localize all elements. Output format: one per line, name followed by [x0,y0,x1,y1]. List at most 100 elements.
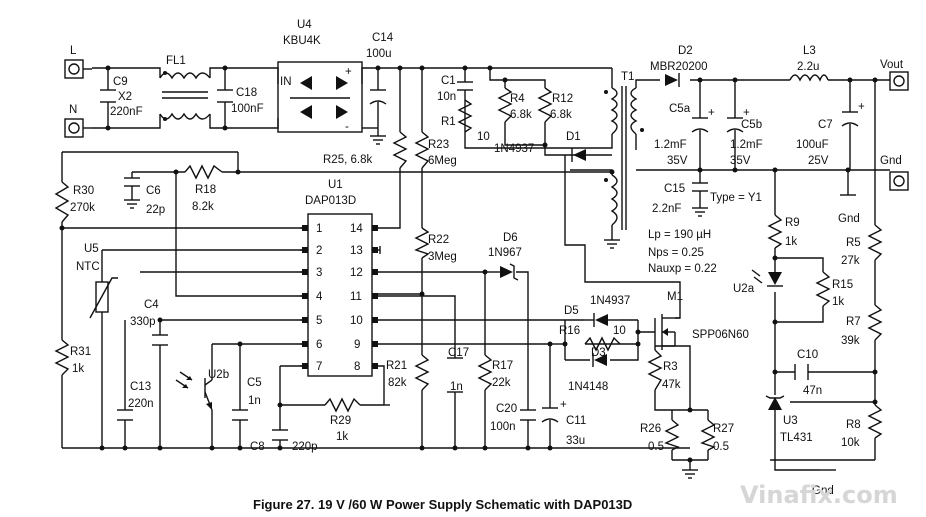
label-n: N [69,104,77,116]
ntc [89,277,118,319]
label-components-c15_type: Type = Y1 [710,192,762,204]
label-components-r3: R3 [663,361,678,373]
ground-aux [604,238,620,249]
label-components-r25: R25, 6.8k [323,154,372,166]
label-transformer-lp: Lp = 190 µH [648,229,711,241]
inductors [159,71,829,230]
r4 [497,87,513,123]
label-components-u3: U3 [783,415,798,427]
label-components-c11: C11 [566,415,586,427]
r9 [767,214,783,249]
diodes [500,73,785,410]
label-components-c18: C18 [236,87,257,99]
label-components-u2b: U2b [208,369,229,381]
mosfet-m1 [654,300,681,350]
label-components-r27_val: 0.5 [713,441,729,453]
r17 [477,354,493,391]
label-components-c14: C14 [372,32,394,44]
label-pins-p1: 1 [316,223,322,235]
ground-sense [682,469,698,479]
r23 [414,131,430,169]
label-components-c20_val: 100n [490,421,516,433]
label-components-c10_val: 47n [803,385,822,397]
svg-text:+: + [560,399,567,411]
ground-c6 [124,186,140,209]
label-components-r22: R22 [428,234,449,246]
label-components-c7_v: 25V [808,155,829,167]
ground-c14 [370,132,386,145]
r16 [584,336,621,352]
labels: L N Vout Gnd Gnd Gnd FL1 C9 X2 220nF C18… [69,19,904,512]
label-vout: Vout [880,59,904,71]
r8 [867,404,883,439]
label-components-c5: C5 [247,377,262,389]
label-components-r8: R8 [846,419,861,431]
label-components-r15_val: 1k [832,296,844,308]
label-components-c5b: C5b [741,119,762,131]
label-components-d2: D2 [678,45,693,57]
bridge-box [277,61,363,133]
r12 [537,87,553,123]
polarity-marks: + - + + + + [345,66,865,411]
label-components-c1: C1 [441,75,456,87]
label-components-r18: R18 [195,184,216,196]
label-components-c11_val: 33u [566,435,585,447]
r25 [392,131,408,169]
r30 [54,181,70,223]
label-components-r16_val: 10 [613,325,626,337]
label-pins-p5: 5 [316,315,322,327]
junctions [59,65,878,463]
label-components-d6: D6 [503,232,518,244]
ic-u1 [300,213,380,377]
r27 [700,419,716,451]
label-pins-p12: 12 [350,267,363,279]
label-components-d6_val: 1N967 [488,247,522,259]
label-components-r4: R4 [510,93,525,105]
label-components-c9: C9 [113,76,128,88]
label-components-d3_val: 1N4148 [568,381,608,393]
label-components-c5_val: 1n [248,395,261,407]
label-components-u4_plus: + [345,66,352,78]
label-gnd-out: Gnd [880,155,902,167]
label-components-r8_val: 10k [841,437,860,449]
label-components-r15: R15 [832,279,853,291]
label-components-d1_val: 1N4937 [494,143,534,155]
label-components-r31: R31 [70,346,91,358]
label-components-d3: D3 [591,347,606,359]
r3 [647,349,663,391]
label-components-c9_val: 220nF [110,106,143,118]
r22 [414,227,430,259]
label-components-r23: R23 [428,139,449,151]
terminal-vout [889,71,909,91]
label-components-c15: C15 [664,183,685,195]
label-gnd-3: Gnd [812,485,834,497]
label-components-c8: C8 [250,441,265,453]
label-components-r30_val: 270k [70,202,95,214]
r7 [867,304,883,341]
label-components-c13_val: 220n [128,398,154,410]
label-transformer-nps: Nps = 0.25 [648,247,704,259]
label-components-r1: R1 [441,116,456,128]
label-components-c10: C10 [797,349,818,361]
label-transformer-nauxp: Nauxp = 0.22 [648,263,717,275]
label-components-c5a: C5a [669,103,691,115]
label-components-d1: D1 [566,131,581,143]
label-components-r16: R16 [559,325,580,337]
r26 [664,419,680,451]
r18 [184,164,223,180]
label-components-r9_val: 1k [785,236,797,248]
label-components-u4_val: KBU4K [283,35,321,47]
label-pins-p2: 2 [316,245,322,257]
r31 [54,339,70,376]
label-components-r12_val: 6.8k [550,109,572,121]
label-components-c9_type: X2 [118,91,132,103]
label-components-c4_val: 330p [130,316,156,328]
label-components-r17: R17 [492,360,513,372]
svg-text:+: + [743,107,750,119]
label-components-c1_val: 10n [437,91,456,103]
r29 [324,397,361,413]
label-components-c14_val: 100u [366,48,392,60]
label-components-u1_val: DAP013D [305,195,356,207]
grounds [124,132,856,479]
